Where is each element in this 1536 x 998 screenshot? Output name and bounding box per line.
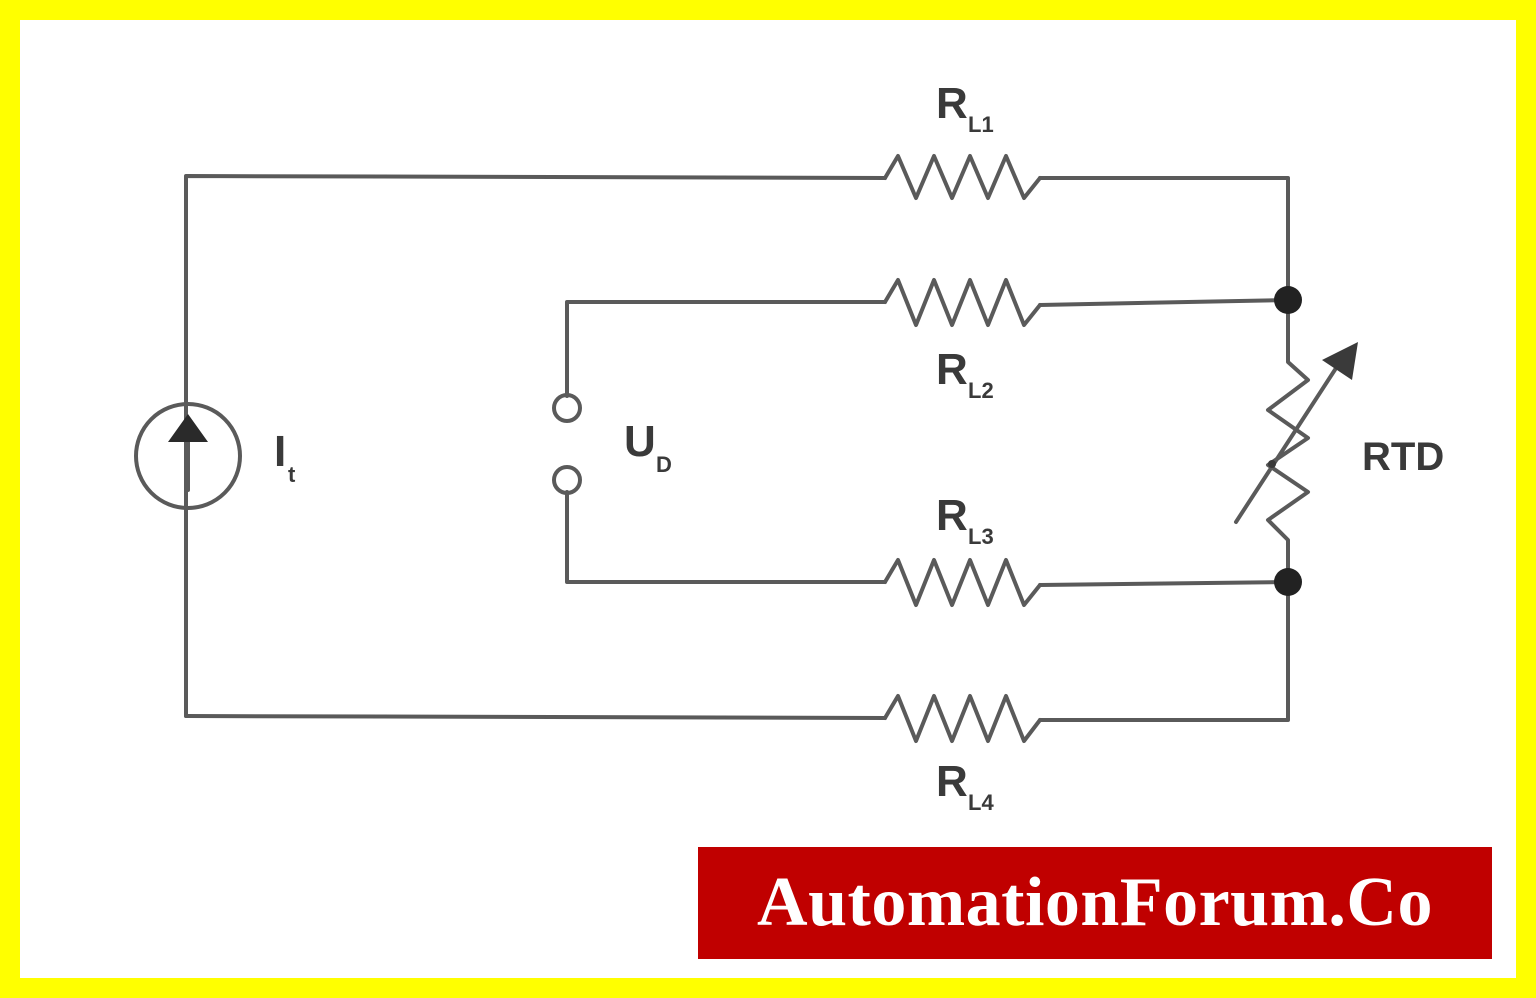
wire-inner-bottom-right: [1038, 580, 1290, 587]
label-rl2: R: [936, 345, 968, 394]
resistor-rl3: [883, 558, 1042, 607]
wire-bottom-right: [1038, 580, 1290, 722]
label-rtd: RTD: [1362, 435, 1444, 479]
wire-top-right: [1038, 176, 1290, 302]
resistor-rl4: [883, 694, 1042, 743]
junction-dot-top: [1274, 286, 1302, 314]
label-rl1: R: [936, 79, 968, 128]
rtd-resistor-icon: [1266, 298, 1310, 584]
wire-inner-bottom: [565, 490, 887, 584]
wire-inner-top: [565, 300, 887, 398]
brand-text: AutomationForum.Co: [757, 864, 1433, 941]
wire-bottom: [184, 714, 887, 720]
wire-inner-top-right: [1038, 298, 1290, 307]
wire-top: [184, 174, 887, 718]
rtd-midpoint-dot: [1268, 460, 1276, 468]
label-source: I: [274, 427, 286, 476]
resistor-rl2: [883, 278, 1042, 327]
rtd-arrow-head-icon: [1322, 342, 1358, 380]
label-rl3-sub: L3: [968, 524, 994, 549]
current-source-arrow-head-icon: [168, 414, 208, 442]
current-source-icon: [134, 402, 242, 510]
label-rl1-sub: L1: [968, 112, 994, 137]
brand-banner: AutomationForum.Co: [698, 847, 1492, 959]
label-rl4-sub: L4: [968, 790, 994, 815]
terminal-top-icon: [552, 393, 582, 423]
label-output: U: [624, 417, 656, 466]
junction-dot-bottom: [1274, 568, 1302, 596]
label-source-sub: t: [288, 462, 296, 487]
label-output-sub: D: [656, 452, 672, 477]
label-rl2-sub: L2: [968, 378, 994, 403]
label-rl4: R: [936, 757, 968, 806]
label-rl3: R: [936, 491, 968, 540]
rtd-arrow-line: [1234, 360, 1342, 524]
terminal-bottom-icon: [552, 465, 582, 495]
resistor-rl1: [883, 154, 1042, 200]
